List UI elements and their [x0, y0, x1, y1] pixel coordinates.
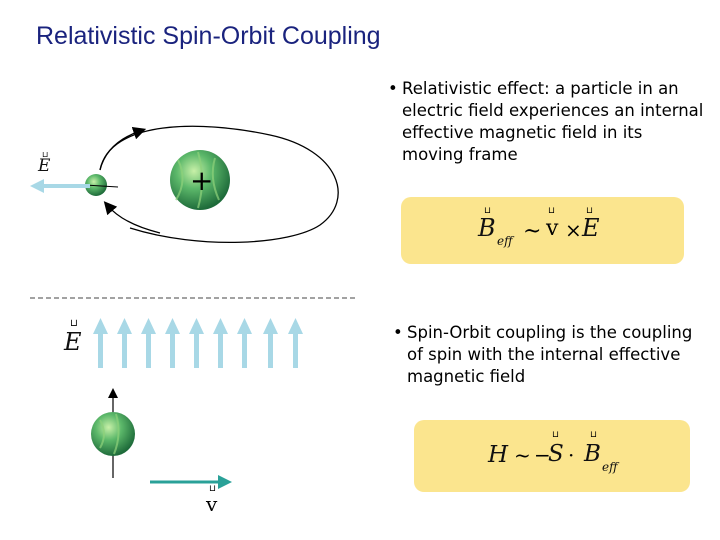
field-arrow — [141, 318, 156, 368]
bullet-text: Spin-Orbit coupling is the coupling of s… — [393, 322, 703, 388]
field-arrows — [93, 318, 303, 368]
nucleus-plus-sign: + — [190, 164, 213, 197]
bullet-relativistic-effect: • Relativistic effect: a particle in an … — [388, 78, 706, 166]
field-arrow — [117, 318, 132, 368]
field-arrow — [189, 318, 204, 368]
bullet-dot: • — [388, 78, 398, 100]
equation-hamiltonian: H ~ − ⊔ S · ⊔ B eff — [488, 430, 638, 480]
field-arrow — [165, 318, 180, 368]
bullet-text: Relativistic effect: a particle in an el… — [388, 78, 706, 166]
electron-spin — [91, 412, 135, 456]
field-arrow — [263, 318, 278, 368]
orbit-arrow-top — [100, 131, 140, 170]
field-arrow — [237, 318, 252, 368]
equation-beff: ⊔ B eff ~ ⊔ v × ⊔ E — [478, 206, 618, 256]
field-arrow — [93, 318, 108, 368]
field-arrow — [213, 318, 228, 368]
field-arrow — [288, 318, 303, 368]
bullet-spin-orbit-coupling: • Spin-Orbit coupling is the coupling of… — [393, 322, 703, 388]
bullet-dot: • — [393, 322, 403, 344]
